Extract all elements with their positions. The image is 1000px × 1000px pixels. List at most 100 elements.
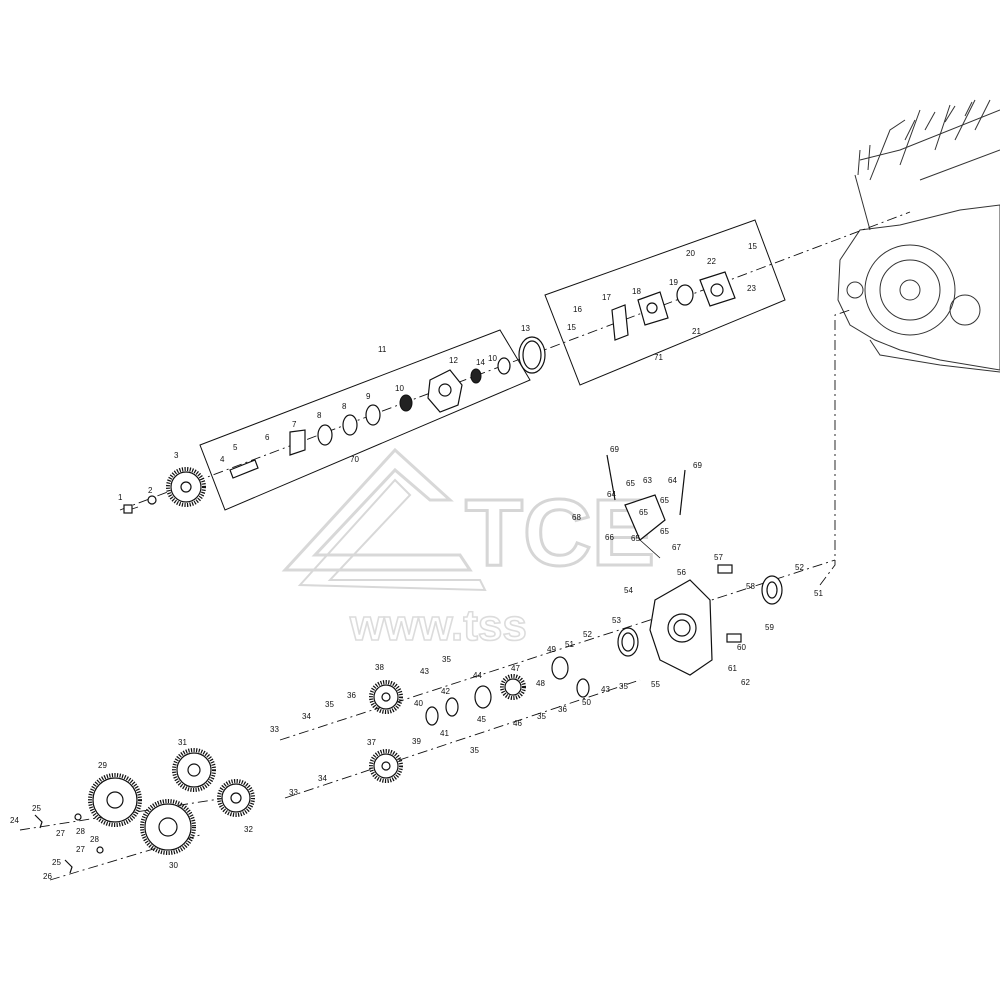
- watermark: TCE www.tss: [281, 447, 657, 651]
- callout-61: 61: [728, 664, 737, 673]
- part-shaft-4: [229, 459, 259, 479]
- part-bearing-14: [470, 368, 482, 384]
- callout-labels: 1 2 3 4 5 6 7 8 8 9 10 10 11 12 13 14 15…: [10, 242, 823, 881]
- part-ring-13: [518, 336, 546, 374]
- callout-57: 57: [714, 553, 723, 562]
- callout-9: 9: [366, 392, 371, 401]
- callout-63: 63: [643, 476, 652, 485]
- part-gear-29: [88, 773, 142, 827]
- part-washer-28a: [74, 813, 82, 821]
- centerlines: [19, 211, 911, 881]
- callout-27a: 27: [56, 829, 65, 838]
- callout-41: 41: [440, 729, 449, 738]
- callout-71: 71: [654, 353, 663, 362]
- engine-block: [837, 99, 1000, 373]
- callout-65a: 65: [626, 479, 635, 488]
- callout-65e: 65: [660, 527, 669, 536]
- callout-16: 16: [573, 305, 582, 314]
- callout-52b: 52: [583, 630, 592, 639]
- callout-4: 4: [220, 455, 225, 464]
- group-box-71: [544, 219, 786, 386]
- callout-64a: 64: [607, 490, 616, 499]
- callout-35a: 35: [442, 655, 451, 664]
- callout-53: 53: [612, 616, 621, 625]
- part-gear-3: [166, 467, 206, 507]
- part-gear-47: [500, 674, 526, 700]
- callout-22: 22: [707, 257, 716, 266]
- callout-3: 3: [174, 451, 179, 460]
- callout-56: 56: [677, 568, 686, 577]
- callout-35c: 35: [537, 712, 546, 721]
- callout-43b: 43: [601, 685, 610, 694]
- callout-34b: 34: [318, 774, 327, 783]
- callout-18: 18: [632, 287, 641, 296]
- part-gasket-9: [365, 404, 381, 426]
- callout-34a: 34: [302, 712, 311, 721]
- callout-38: 38: [375, 663, 384, 672]
- callout-65c: 65: [639, 508, 648, 517]
- callout-62: 62: [741, 678, 750, 687]
- bracket-assembly: [606, 454, 686, 559]
- callout-36a: 36: [347, 691, 356, 700]
- callout-29: 29: [98, 761, 107, 770]
- part-gear-32: [217, 779, 255, 817]
- callout-15b: 15: [748, 242, 757, 251]
- callout-44: 44: [473, 671, 482, 680]
- callout-17: 17: [602, 293, 611, 302]
- callout-32: 32: [244, 825, 253, 834]
- part-gasket-8b: [342, 414, 358, 436]
- callout-28a: 28: [76, 827, 85, 836]
- callout-28b: 28: [90, 835, 99, 844]
- part-seal-58: [761, 575, 783, 605]
- callout-35e: 35: [619, 682, 628, 691]
- callout-1: 1: [118, 493, 123, 502]
- callout-36b: 36: [558, 705, 567, 714]
- callout-54: 54: [624, 586, 633, 595]
- part-ring-49: [551, 656, 569, 680]
- callout-51a: 51: [814, 589, 823, 598]
- engine-studs: [857, 101, 973, 176]
- callout-43a: 43: [420, 667, 429, 676]
- part-housing-12: [427, 369, 463, 413]
- callout-24: 24: [10, 816, 19, 825]
- part-clip-25a: [34, 814, 43, 829]
- part-gear-30: [140, 799, 196, 855]
- callout-35d: 35: [470, 746, 479, 755]
- watermark-url-text: www.tss: [349, 601, 527, 650]
- callout-48: 48: [536, 679, 545, 688]
- callout-19: 19: [669, 278, 678, 287]
- callout-46: 46: [513, 719, 522, 728]
- part-sleeve-60: [726, 633, 742, 643]
- callout-8b: 8: [342, 402, 347, 411]
- callout-40: 40: [414, 699, 423, 708]
- part-gear-38: [369, 680, 403, 714]
- callout-67: 67: [672, 543, 681, 552]
- part-bolt-1: [123, 504, 139, 514]
- callout-33a: 33: [270, 725, 279, 734]
- callout-14: 14: [476, 358, 485, 367]
- callout-55: 55: [651, 680, 660, 689]
- part-sleeve-57: [717, 564, 733, 574]
- part-ring-53: [617, 627, 639, 657]
- group-box-70: [199, 329, 531, 511]
- callout-7: 7: [292, 420, 297, 429]
- part-bearing-44: [474, 685, 492, 709]
- callout-60: 60: [737, 643, 746, 652]
- callout-65b: 65: [660, 496, 669, 505]
- callout-37: 37: [367, 738, 376, 747]
- part-flange-7: [289, 429, 306, 456]
- callout-69a: 69: [610, 445, 619, 454]
- part-washer-42: [445, 697, 459, 717]
- callout-25a: 25: [32, 804, 41, 813]
- callout-10b: 10: [488, 354, 497, 363]
- watermark-logo-text: TCE: [465, 480, 655, 586]
- part-clip-25b: [64, 859, 73, 874]
- part-gasket-8a: [317, 424, 333, 446]
- callout-59: 59: [765, 623, 774, 632]
- callout-49: 49: [547, 645, 556, 654]
- part-plate-18: [637, 291, 669, 326]
- callout-10a: 10: [395, 384, 404, 393]
- callout-30: 30: [169, 861, 178, 870]
- part-plate-22: [699, 271, 736, 307]
